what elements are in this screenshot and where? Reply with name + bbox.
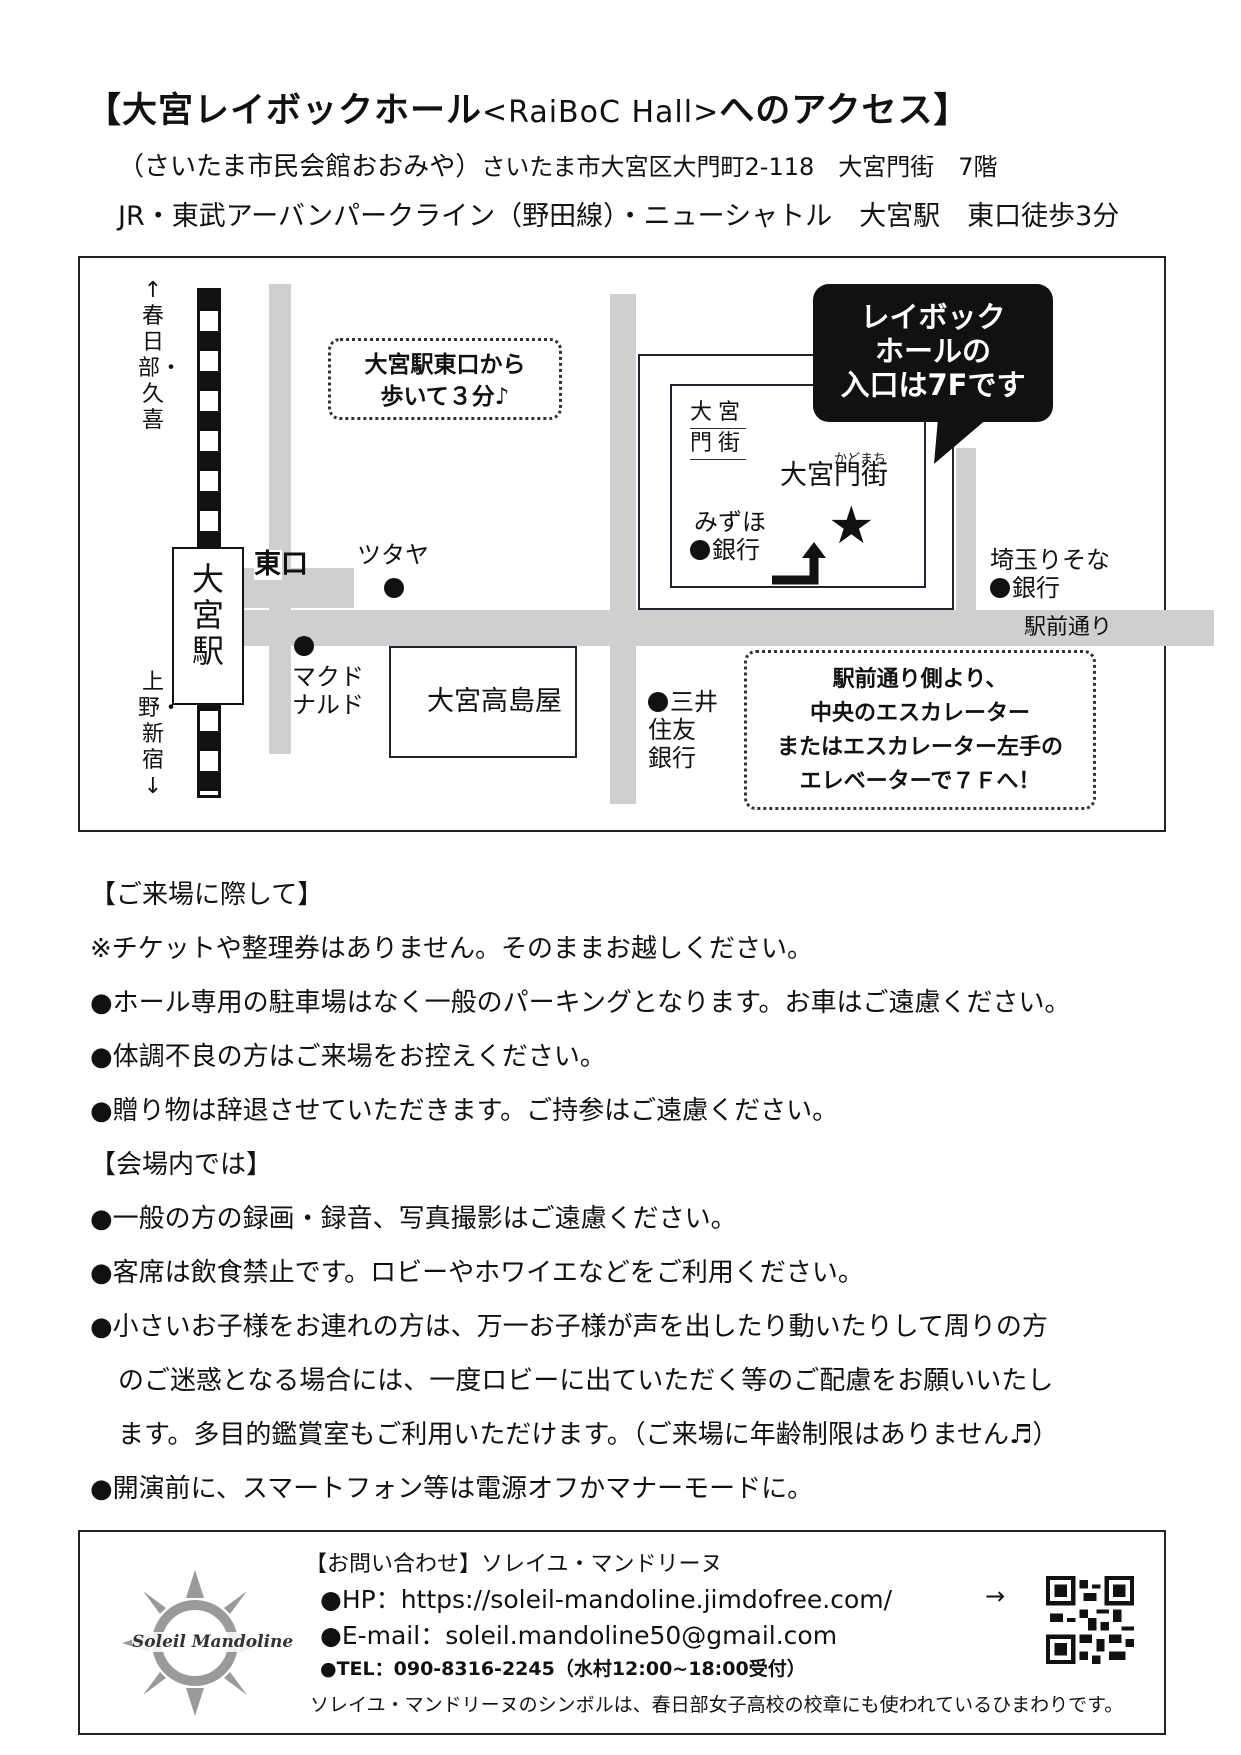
mizuho-label: みずほ 銀行 <box>690 508 766 564</box>
road-ekimae-dori <box>244 610 1214 646</box>
notes-heading-inside: 【会場内では】 <box>90 1150 273 1180</box>
contact-box: Soleil Mandoline 【お問い合わせ】ソレイユ・マンドリーヌ ●HP… <box>78 1530 1166 1735</box>
note-item: ※チケットや整理券はありません。そのままお越しください。 <box>90 934 814 964</box>
kadomachi-label: 大宮門街 <box>780 460 888 491</box>
road-vertical-east <box>956 448 976 612</box>
route-note: 駅前通り側より、 中央のエスカレーター またはエスカレーター左手の エレベーター… <box>744 650 1096 810</box>
symbol-note: ソレイユ・マンドリーヌのシンボルは、春日部女子高校の校章にも使われているひまわり… <box>310 1694 1124 1716</box>
access-map: ↑春日部・久喜 上野・新宿↓ 大宮駅 東口 大宮駅東口から 歩いて３分♪ ツタヤ… <box>78 256 1214 832</box>
ekimae-dori-label: 駅前通り <box>1024 615 1113 640</box>
smbc-dot <box>648 692 668 712</box>
note-item-cont: ます。多目的鑑賞室もご利用いただけます。（ご来場に年齢制限はありません♬） <box>118 1420 1059 1450</box>
note-item: ●一般の方の録画・録音、写真撮影はご遠慮ください。 <box>90 1204 737 1234</box>
takashimaya-building: 大宮高島屋 <box>389 646 577 758</box>
entrance-callout: レイボック ホールの 入口は7Fです <box>813 284 1053 422</box>
resona-dot <box>990 578 1010 598</box>
venue-address: さいたま市大宮区大門町2-118 大宮門街 7階 <box>481 153 998 181</box>
resona-label: 埼玉りそな 銀行 <box>990 546 1110 602</box>
note-item: ●小さいお子様をお連れの方は、万一お子様が声を出したり動いたりして周りの方 <box>90 1312 1048 1342</box>
venue-alias: （さいたま市民会館おおみや） <box>118 152 482 182</box>
omiya-station: 大宮駅 <box>172 547 244 705</box>
title-main: 【大宮レイボックホール <box>86 91 483 131</box>
arrow-right-icon: → <box>985 1582 1006 1610</box>
note-item: ●開演前に、スマートフォン等は電源オフかマナーモードに。 <box>90 1474 814 1504</box>
homepage-link[interactable]: ●HP：https://soleil-mandoline.jimdofree.c… <box>320 1585 893 1614</box>
kadomachi-logo: 大宮 門街 <box>690 398 747 460</box>
email-link[interactable]: ●E-mail：soleil.mandoline50@gmail.com <box>320 1621 838 1650</box>
title-english: <RaiBoC Hall> <box>482 95 720 130</box>
tsutaya-dot <box>384 578 404 598</box>
notes-heading-arrival: 【ご来場に際して】 <box>90 880 324 910</box>
visitor-notes: 【ご来場に際して】 ※チケットや整理券はありません。そのままお越しください。 ●… <box>90 868 1170 1516</box>
note-item-cont: のご迷惑となる場合には、一度ロビーに出ていただく等のご配慮をお願いいたし <box>118 1366 1054 1396</box>
mcdonalds-dot <box>294 636 314 656</box>
hall-star-icon: ★ <box>828 496 875 556</box>
logo-wordmark: Soleil Mandoline <box>132 1632 294 1652</box>
road-vertical-west <box>269 284 291 754</box>
phone-number: ●TEL：090-8316-2245（水村12:00~18:00受付） <box>320 1658 806 1680</box>
title-suffix: へのアクセス】 <box>719 91 970 131</box>
note-item: ●体調不良の方はご来場をお控えください。 <box>90 1042 606 1072</box>
direction-ueno: 上野・新宿↓ <box>138 670 183 799</box>
address: （さいたま市民会館おおみや）さいたま市大宮区大門町2-118 大宮門街 7階 <box>118 146 998 183</box>
note-item: ●贈り物は辞退させていただきます。ご持参はご遠慮ください。 <box>90 1096 839 1126</box>
page-title: 【大宮レイボックホール<RaiBoC Hall>へのアクセス】 <box>86 82 970 133</box>
note-item: ●ホール専用の駐車場はなく一般のパーキングとなります。お車はご遠慮ください。 <box>90 988 1071 1018</box>
tsutaya-label: ツタヤ <box>357 541 429 569</box>
kadomachi-ruby: かどまち <box>834 452 887 467</box>
callout-tail <box>934 418 988 464</box>
contact-heading: 【お問い合わせ】ソレイユ・マンドリーヌ <box>305 1552 723 1577</box>
note-item: ●客席は飲食禁止です。ロビーやホワイエなどをご利用ください。 <box>90 1258 864 1288</box>
smbc-label: 三井 住友 銀行 <box>648 688 718 772</box>
walk-note: 大宮駅東口から 歩いて３分♪ <box>328 338 562 420</box>
railway-track <box>197 288 221 798</box>
road-vertical-middle <box>610 294 636 804</box>
mcdonalds-label: マクド ナルド <box>292 663 364 719</box>
access-info: JR・東武アーバンパークライン（野田線）・ニューシャトル 大宮駅 東口徒歩3分 <box>118 201 1120 232</box>
east-exit-label: 東口 <box>254 549 308 580</box>
qr-code-icon[interactable] <box>1046 1576 1134 1664</box>
mizuho-dot <box>690 540 710 560</box>
direction-kasukabe: ↑春日部・久喜 <box>138 278 183 433</box>
entrance-arrow-icon <box>772 542 826 585</box>
